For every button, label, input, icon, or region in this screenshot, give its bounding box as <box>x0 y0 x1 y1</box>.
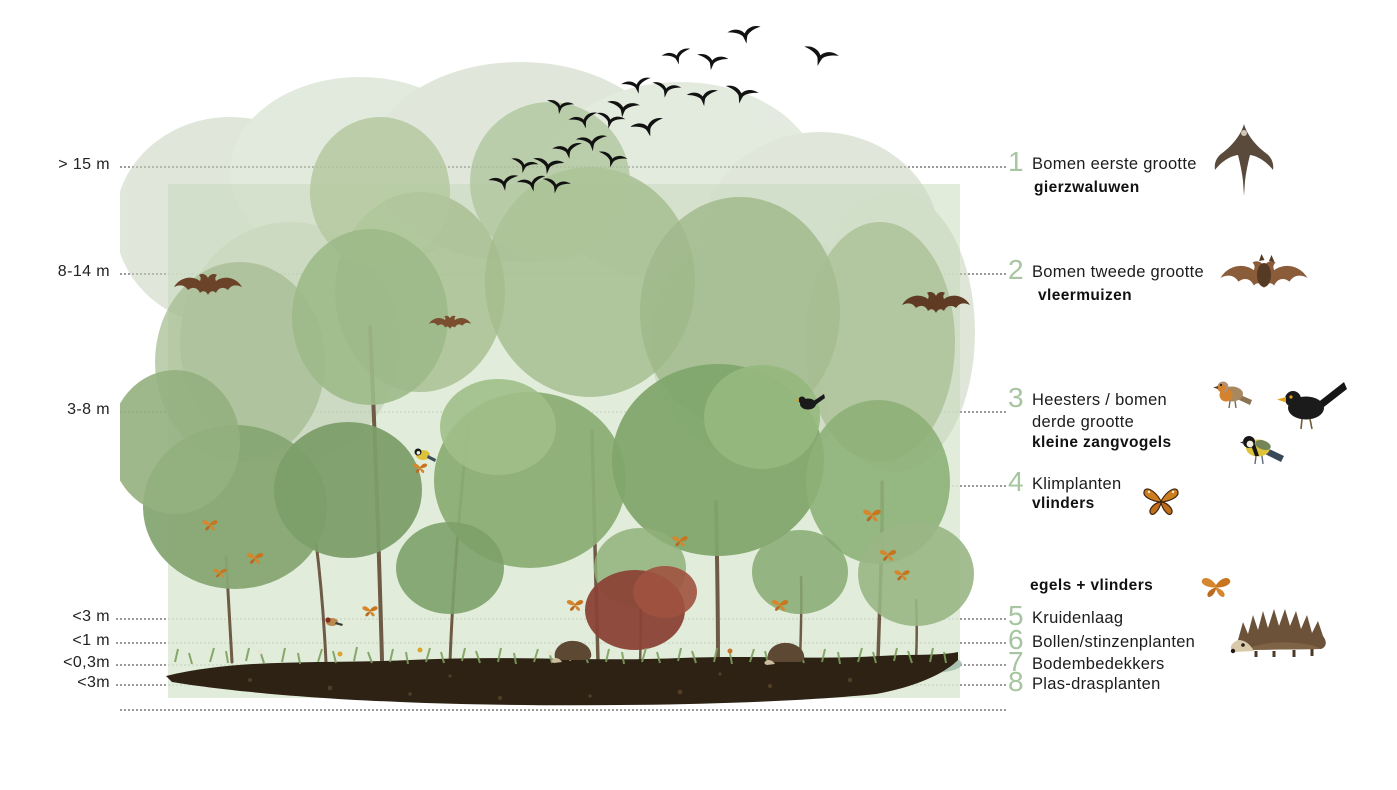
layer-row-6: 6 Bollen/stinzenplanten <box>1008 624 1196 655</box>
layer-number-7: 7 <box>1008 646 1024 677</box>
layer-label-4: Klimplanten <box>1032 475 1122 493</box>
fauna-label-2: vleermuizen <box>1038 287 1132 304</box>
foreground-canopy <box>120 229 974 626</box>
layer-label-5: Kruidenlaag <box>1032 609 1124 627</box>
height-label-1m: <1 m <box>72 632 110 649</box>
scene-great-tit <box>414 448 436 462</box>
soil-ground <box>166 652 958 706</box>
hedgehog-icon <box>1226 588 1330 665</box>
height-label-3m: <3 m <box>72 608 110 625</box>
red-shrub <box>585 566 697 650</box>
layer-label-2: Bomen tweede grootte <box>1032 263 1205 281</box>
layer-number-8: 8 <box>1008 666 1024 697</box>
songbirds-icon <box>1206 370 1362 479</box>
height-label-8-14m: 8-14 m <box>57 263 110 280</box>
layer-label-7: Bodembedekkers <box>1032 655 1165 673</box>
fauna-label-3: kleine zangvogels <box>1032 434 1172 451</box>
layer-number-6: 6 <box>1008 624 1024 655</box>
layer-number-2: 2 <box>1008 254 1024 285</box>
height-label-03m: <0,3m <box>63 654 110 671</box>
butterfly-icon <box>1142 484 1180 525</box>
layer-number-3: 3 <box>1008 382 1024 413</box>
scene-blackbird <box>795 394 825 410</box>
layer-row-5: 5 Kruidenlaag <box>1008 600 1124 631</box>
height-label-water: <3m <box>77 674 110 691</box>
layer-number-4: 4 <box>1008 466 1024 497</box>
soil-speckles <box>248 672 853 701</box>
layer-row-7: 7 Bodembedekkers <box>1008 646 1165 677</box>
layer-label-3: Heesters / bomen derde grootte <box>1032 391 1168 431</box>
layer-row-1: 1 Bomen eerste grootte <box>1008 146 1197 177</box>
scene-songbirds <box>325 394 825 626</box>
scene-finch <box>325 617 343 626</box>
fauna-label-1: gierzwaluwen <box>1034 179 1140 196</box>
height-label-3-8m: 3-8 m <box>67 401 110 418</box>
layer-label-6: Bollen/stinzenplanten <box>1032 633 1196 651</box>
layer-row-2: 2 Bomen tweede grootte <box>1008 254 1205 285</box>
robin-icon <box>1213 381 1252 409</box>
great-tit-icon <box>1240 436 1284 465</box>
flowers <box>257 647 823 657</box>
layer-number-5: 5 <box>1008 600 1024 631</box>
bat-icon <box>1218 248 1310 317</box>
layer-label-8: Plas-drasplanten <box>1032 675 1161 693</box>
height-label-15m: > 15 m <box>58 156 110 173</box>
layer-row-3: 3 Heesters / bomen derde grootte <box>1008 382 1184 433</box>
fauna-label-4: vlinders <box>1032 495 1095 512</box>
layer-row-4: 4 Klimplanten <box>1008 466 1122 497</box>
swift-icon <box>1213 120 1275 209</box>
layer-label-1: Bomen eerste grootte <box>1032 155 1197 173</box>
blackbird-icon <box>1277 382 1347 430</box>
forest-illustration <box>120 25 975 706</box>
rule-ground-base <box>120 709 1006 711</box>
fauna-label-ground: egels + vlinders <box>1030 577 1154 594</box>
hedgehog-spines <box>1236 609 1326 650</box>
layer-number-1: 1 <box>1008 146 1024 177</box>
layer-row-8: 8 Plas-drasplanten <box>1008 666 1161 697</box>
